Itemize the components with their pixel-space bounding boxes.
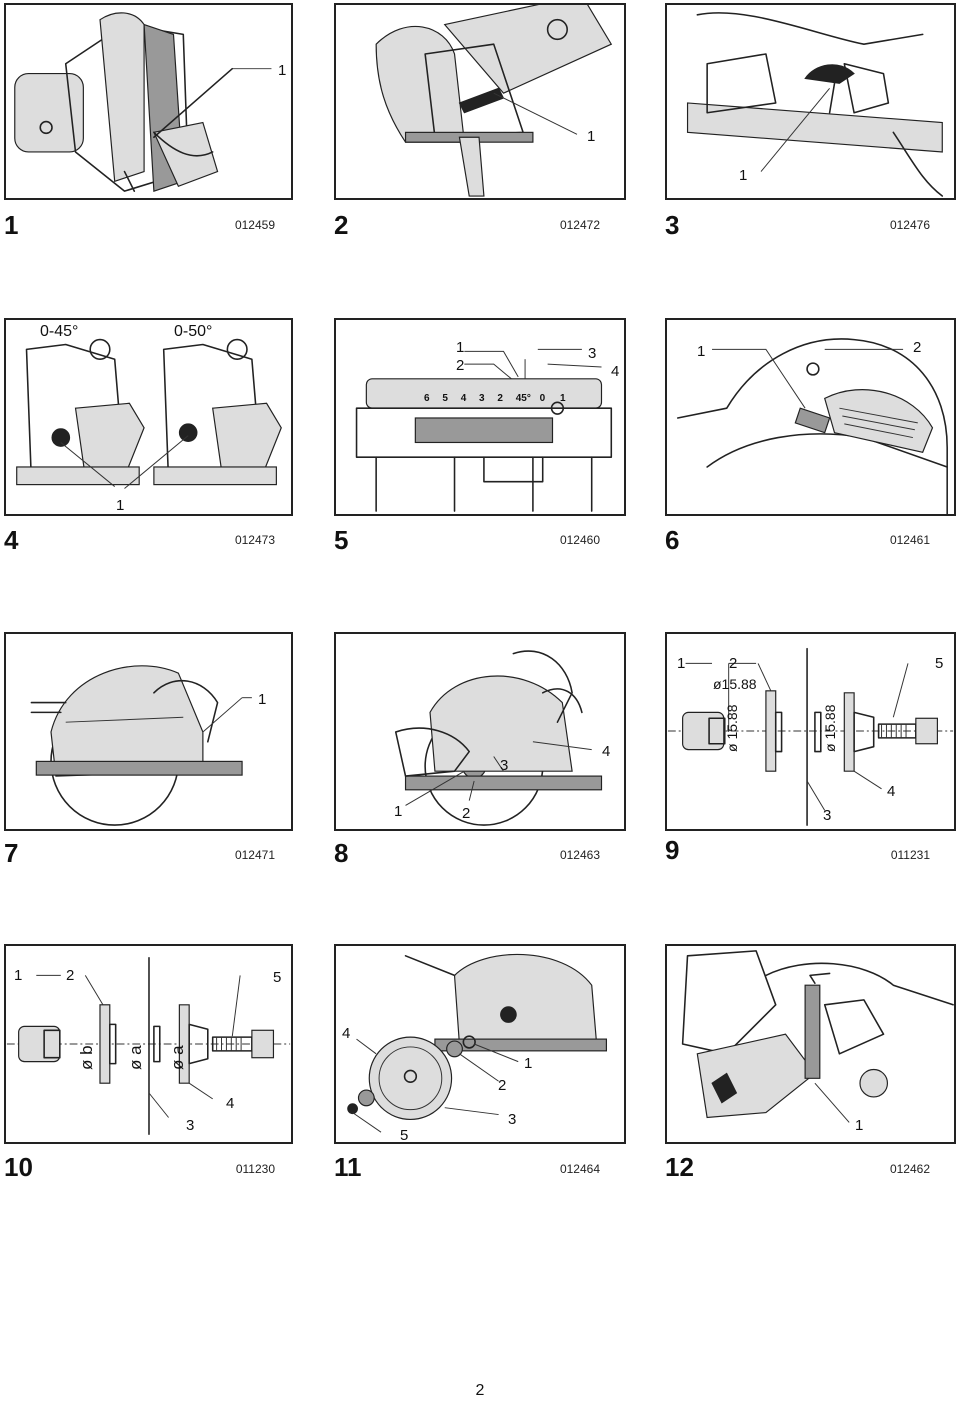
- scale-45: 45°: [515, 393, 531, 404]
- figure-9-drawing: [667, 647, 954, 826]
- fig10-callout-3: 3: [186, 1117, 195, 1134]
- figure-4-frame: 0-45° 0-50° 1: [4, 318, 293, 516]
- figure-1-code: 012459: [234, 218, 275, 232]
- figure-11-frame: 4 1 2 5 3: [334, 944, 626, 1144]
- fig7-callout-1: 1: [258, 691, 267, 708]
- figure-2-frame: 1: [334, 3, 626, 200]
- figure-7-number: 7: [4, 838, 19, 868]
- fig9-dim-top: ø15.88: [713, 676, 757, 692]
- figure-10-frame: 1 2 5 4 3 ø b ø a ø a: [4, 944, 293, 1144]
- fig9-callout-5: 5: [935, 655, 944, 672]
- fig8-callout-2: 2: [462, 805, 471, 822]
- figure-4-number: 4: [4, 525, 19, 555]
- figure-12-code: 012462: [889, 1162, 930, 1176]
- figure-1-frame: 1: [4, 3, 293, 200]
- fig5-scale: 6 5 4 3 2 45° 0 1: [424, 393, 566, 404]
- scale-0: 0: [539, 393, 546, 404]
- figure-10-number: 10: [4, 1152, 33, 1182]
- fig11-callout-1: 1: [524, 1055, 533, 1072]
- fig9-callout-4: 4: [887, 783, 896, 800]
- fig10-callout-1: 1: [14, 967, 23, 984]
- figure-2-number: 2: [334, 210, 349, 240]
- figure-5-frame: 1 2 3 4 6 5 4 3 2 45° 0 1: [334, 318, 626, 516]
- fig4-label-0-50: 0-50°: [174, 323, 213, 340]
- fig8-callout-4: 4: [602, 743, 611, 760]
- figure-11-drawing: [347, 953, 608, 1133]
- figure-9-frame: 1 2 5 4 3 ø15.88 ø 15.88 ø 15.88: [665, 632, 956, 831]
- page-number: 2: [475, 1382, 485, 1399]
- figure-8-code: 012463: [559, 848, 600, 862]
- figure-8-drawing: [394, 650, 603, 826]
- figure-10-drawing: [6, 956, 291, 1135]
- fig9-dim-left: ø 15.88: [724, 704, 740, 752]
- figure-3-frame: 1: [665, 3, 956, 200]
- fig10-dim-a-left: ø a: [126, 1045, 145, 1070]
- fig10-callout-4: 4: [226, 1095, 235, 1112]
- figure-3-drawing: [686, 12, 944, 197]
- fig11-callout-3: 3: [508, 1111, 517, 1128]
- figure-8-frame: 1 2 3 4: [334, 632, 626, 831]
- figure-7-drawing: [30, 665, 252, 826]
- figure-6-code: 012461: [889, 533, 930, 547]
- fig4-label-0-45: 0-45°: [40, 323, 79, 340]
- fig10-callout-2: 2: [66, 967, 75, 984]
- fig9-callout-1: 1: [677, 655, 686, 672]
- scale-1: 1: [559, 393, 566, 404]
- figure-9-code: 011231: [890, 848, 930, 862]
- figure-10-code: 011230: [235, 1162, 275, 1176]
- scale-5: 5: [442, 393, 448, 404]
- figure-3-code: 012476: [889, 218, 930, 232]
- fig9-dim-right: ø 15.88: [822, 704, 838, 752]
- figure-4-code: 012473: [234, 533, 275, 547]
- figure-4-drawing: [16, 338, 282, 489]
- fig10-dim-a-right: ø a: [168, 1045, 187, 1070]
- fig3-callout-1: 1: [739, 167, 748, 184]
- fig11-callout-4: 4: [342, 1025, 351, 1042]
- figure-2-drawing: [375, 5, 613, 197]
- fig1-callout-1: 1: [278, 62, 287, 79]
- fig11-callout-2: 2: [498, 1077, 507, 1094]
- figure-11-number: 11: [334, 1152, 362, 1182]
- scale-4: 4: [460, 393, 467, 404]
- figure-9-number: 9: [665, 835, 680, 865]
- fig6-callout-1: 1: [697, 343, 706, 360]
- fig10-callout-5: 5: [273, 969, 282, 986]
- figure-6-number: 6: [665, 525, 680, 555]
- figure-7-frame: 1: [4, 632, 293, 831]
- figure-6-frame: 1 2: [665, 318, 956, 516]
- scale-6: 6: [424, 393, 430, 404]
- fig2-callout-1: 1: [587, 128, 596, 145]
- figure-5-drawing: [355, 348, 613, 512]
- fig5-callout-2: 2: [456, 357, 465, 374]
- figure-6-drawing: [676, 338, 948, 514]
- figure-1-drawing: [14, 12, 272, 192]
- figure-5-number: 5: [334, 525, 349, 555]
- figure-12-frame: 1: [665, 944, 956, 1144]
- fig6-callout-2: 2: [913, 339, 922, 356]
- fig12-callout-1: 1: [855, 1117, 864, 1134]
- scale-2: 2: [497, 393, 503, 404]
- figure-11-code: 012464: [559, 1162, 600, 1176]
- figure-2-code: 012472: [559, 218, 600, 232]
- scale-3: 3: [479, 393, 485, 404]
- figure-12-drawing: [681, 950, 954, 1123]
- figure-8-number: 8: [334, 838, 349, 868]
- figure-12-number: 12: [665, 1152, 694, 1182]
- figure-1-number: 1: [4, 210, 19, 240]
- figure-5-code: 012460: [559, 533, 600, 547]
- fig8-callout-1: 1: [394, 803, 403, 820]
- fig8-callout-3: 3: [500, 757, 509, 774]
- figure-7-code: 012471: [234, 848, 275, 862]
- fig11-callout-5: 5: [400, 1127, 409, 1144]
- fig9-callout-2: 2: [729, 655, 738, 672]
- figure-3-number: 3: [665, 210, 680, 240]
- fig9-callout-3: 3: [823, 807, 832, 824]
- fig4-callout-1: 1: [116, 497, 125, 514]
- fig5-callout-3: 3: [588, 345, 597, 362]
- fig10-dim-b: ø b: [77, 1045, 96, 1070]
- fig5-callout-1: 1: [456, 339, 465, 356]
- fig5-callout-4: 4: [611, 363, 620, 380]
